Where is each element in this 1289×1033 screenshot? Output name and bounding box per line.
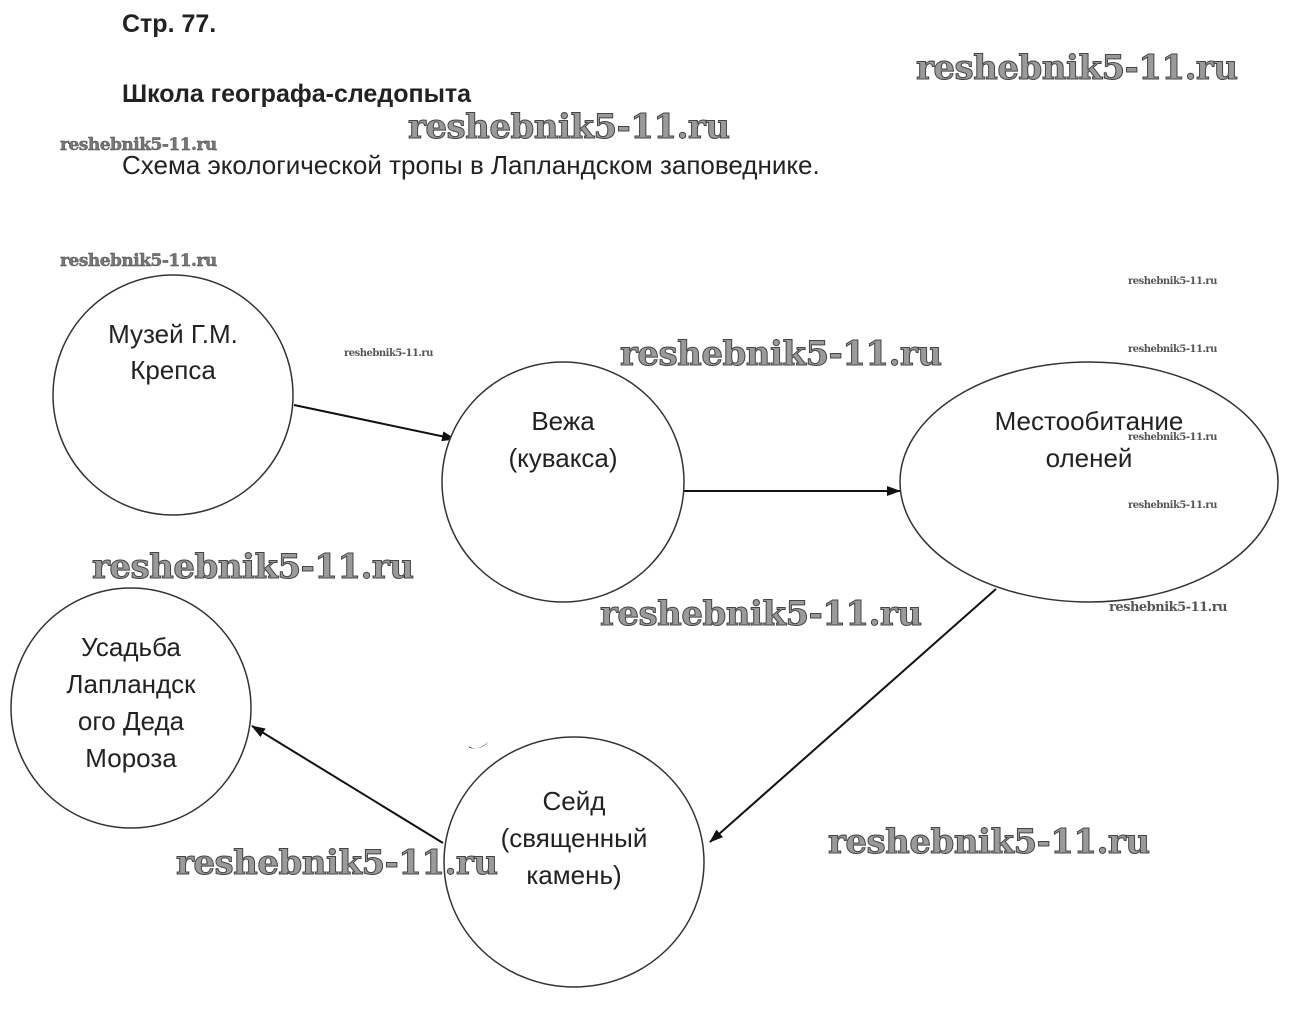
watermark: reshebnik5-11.ru: [1128, 500, 1217, 511]
watermark: reshebnik5-11.ru: [600, 594, 923, 635]
node-estate-line-1: Усадьба: [81, 632, 181, 662]
node-deer-habitat: Местообитание оленей: [899, 361, 1279, 603]
watermark: reshebnik5-11.ru: [1128, 276, 1217, 287]
watermark: reshebnik5-11.ru: [176, 843, 499, 884]
section-title: Школа географа-следопыта: [122, 80, 472, 108]
ink-mark: [468, 742, 488, 749]
watermark: reshebnik5-11.ru: [408, 107, 731, 148]
node-vezha-line-2: (кувакса): [508, 443, 617, 473]
node-seid-line-1: Сейд: [543, 786, 606, 816]
node-deer-habitat-line-1: Местообитание: [995, 406, 1184, 436]
watermark: reshebnik5-11.ru: [1128, 432, 1217, 443]
watermark: reshebnik5-11.ru: [1109, 600, 1228, 615]
node-estate-line-3: ого Деда: [78, 706, 185, 736]
watermark: reshebnik5-11.ru: [1128, 344, 1217, 355]
node-vezha-line-1: Вежа: [531, 406, 595, 436]
node-seid-line-2: (священный: [501, 823, 648, 853]
node-vezha: Вежа (кувакса): [441, 361, 685, 603]
node-museum: Музей Г.М. Крепса: [52, 274, 294, 516]
node-museum-line-1: Музей Г.М.: [108, 319, 238, 349]
node-deer-habitat-line-2: оленей: [1046, 443, 1133, 473]
watermark: reshebnik5-11.ru: [60, 135, 218, 155]
watermark: reshebnik5-11.ru: [620, 334, 943, 375]
watermark: reshebnik5-11.ru: [828, 822, 1151, 863]
edge-deer-habitat-to-seid: [709, 588, 997, 843]
node-museum-line-2: Крепса: [130, 355, 216, 385]
watermark: reshebnik5-11.ru: [60, 251, 218, 271]
page-number: Стр. 77.: [122, 10, 217, 38]
watermark: reshebnik5-11.ru: [916, 48, 1239, 89]
diagram-subtitle: Схема экологической тропы в Лапландском …: [122, 150, 820, 180]
node-estate-line-4: Мороза: [85, 743, 177, 773]
watermark: reshebnik5-11.ru: [344, 348, 433, 359]
node-seid: Сейд (священный камень): [443, 736, 705, 988]
edge-museum-to-vezha: [293, 404, 456, 442]
node-estate-line-2: Лапландск: [66, 669, 196, 699]
node-ded-moroz-estate: Усадьба Лапландск ого Деда Мороза: [10, 587, 252, 829]
node-seid-line-3: камень): [526, 860, 621, 890]
watermark: reshebnik5-11.ru: [92, 547, 415, 588]
edge-seid-to-ded-moroz-estate: [251, 725, 444, 844]
